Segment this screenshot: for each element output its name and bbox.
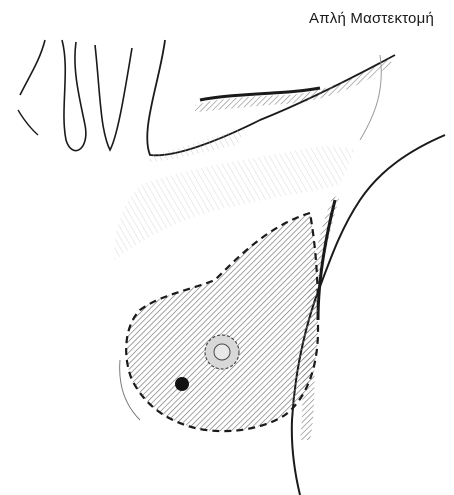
- axilla-shading: [195, 58, 392, 112]
- excision-area: [126, 213, 318, 431]
- left-contour-outer: [20, 40, 45, 95]
- small-left-stroke: [18, 110, 38, 135]
- left-contour-loop: [62, 40, 86, 151]
- tumor-dot: [175, 377, 189, 391]
- areola-inner: [214, 344, 230, 360]
- middle-contour-v: [95, 45, 132, 150]
- shoulder-soft-shade: [150, 128, 245, 162]
